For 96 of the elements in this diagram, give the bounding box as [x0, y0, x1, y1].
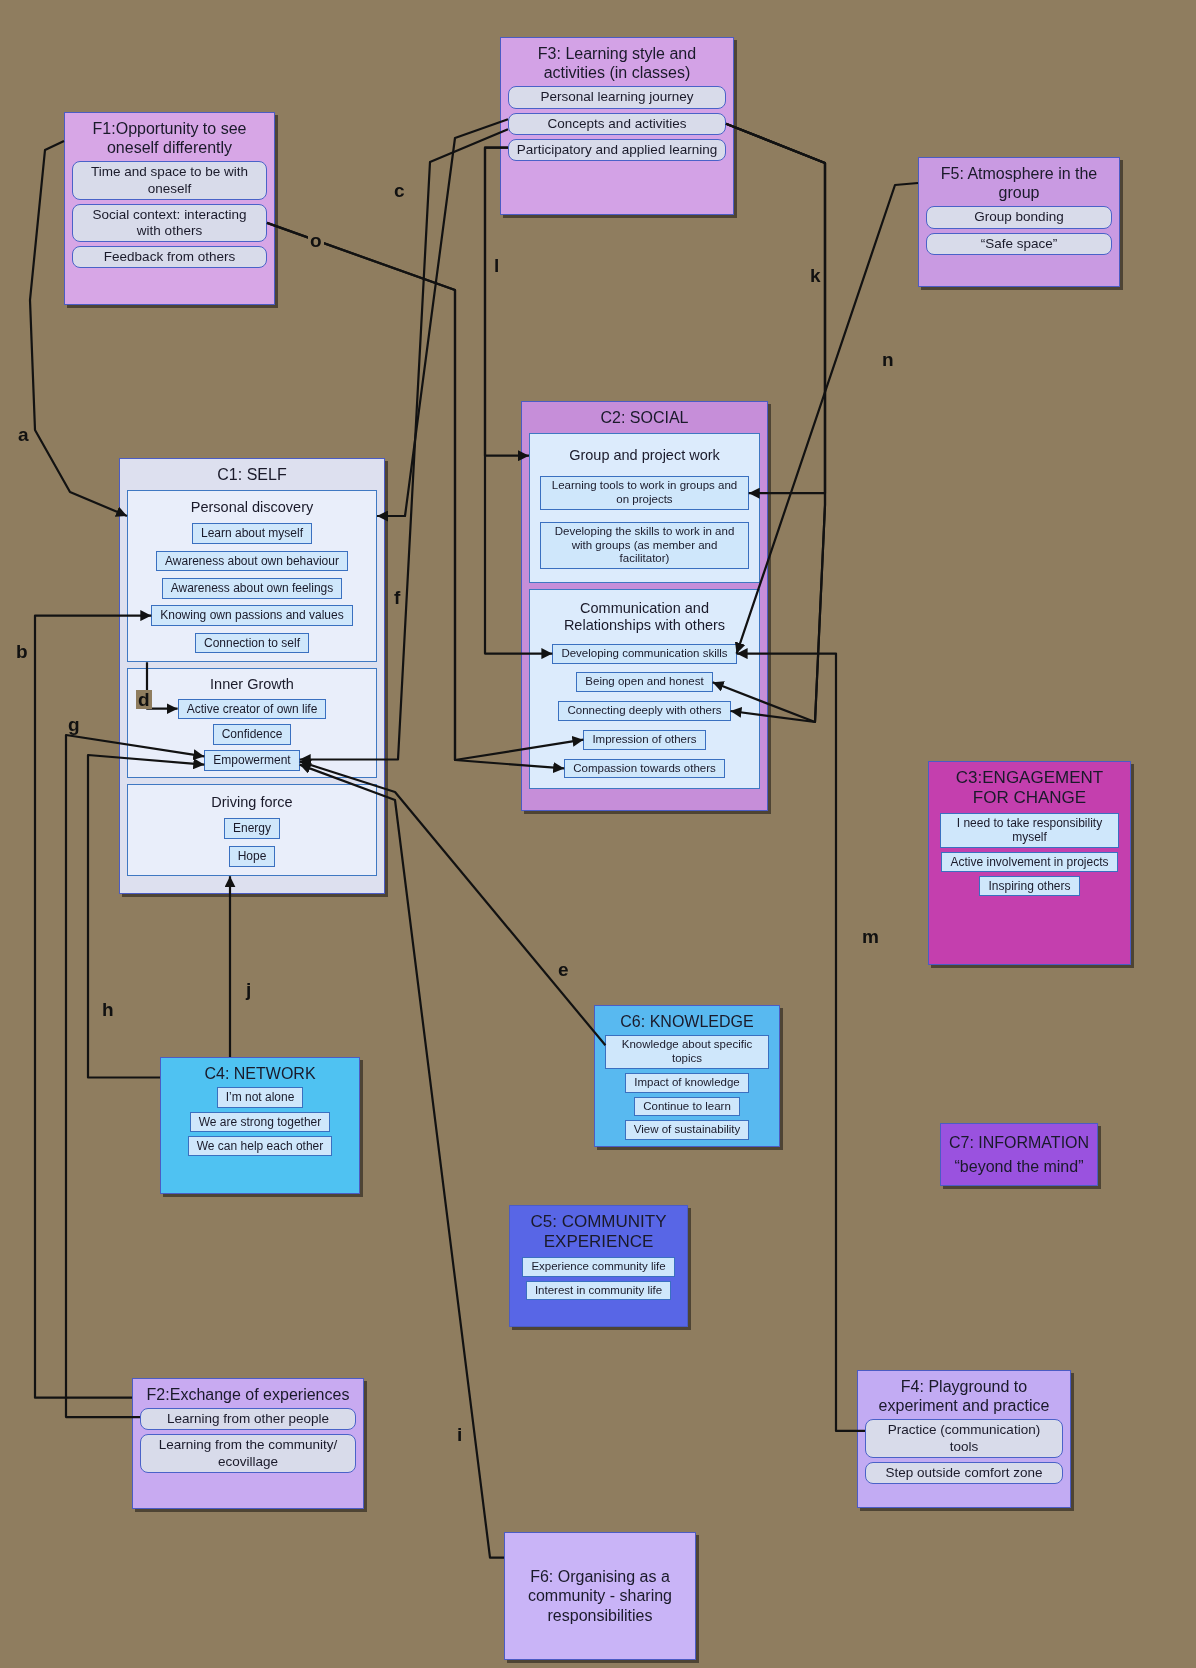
card-heading: C6: KNOWLEDGE: [619, 1012, 755, 1032]
subtopic-card: Group bonding: [926, 206, 1112, 229]
category-card: [119, 458, 385, 894]
subtopic-card: Empowerment: [204, 750, 300, 771]
subtopic-card: View of sustainability: [624, 1120, 750, 1141]
arrow: [734, 181, 919, 654]
card-heading: C2: SOCIAL: [599, 408, 690, 428]
subtopic-card: Continue to learn: [634, 1096, 740, 1117]
subtopic-card: Hope: [228, 846, 276, 867]
card-heading: F5: Atmosphere in the group: [939, 164, 1099, 203]
arrow: [736, 648, 865, 1432]
arrow: [377, 118, 509, 522]
subtopic-card: Compassion towards others: [564, 758, 725, 779]
arrow: [64, 733, 205, 1419]
edge-label: f: [392, 588, 403, 607]
card-heading: F3: Learning style and activities (in classes): [536, 44, 698, 83]
subtopic-card: Impression of others: [583, 729, 706, 750]
category-card: [504, 1532, 696, 1660]
subtopic-card: Connecting deeply with others: [558, 701, 731, 721]
category-card: [918, 157, 1120, 287]
category-card: [160, 1057, 360, 1194]
card-heading: F4: Playground to experiment and practice: [877, 1377, 1051, 1416]
card-subheading: “beyond the mind”: [953, 1156, 1085, 1176]
subtopic-card: Active creator of own life: [177, 698, 327, 719]
subtopic-card: I need to take responsibility myself: [939, 812, 1120, 848]
category-card: [500, 37, 734, 215]
arrow: [299, 128, 509, 765]
subtopic-card: Social context: interacting with others: [72, 203, 267, 243]
section-heading: Personal discovery: [190, 499, 314, 517]
subtopic-card: We are strong together: [189, 1111, 331, 1132]
card-heading: C3:ENGAGEMENT FOR CHANGE: [954, 768, 1105, 809]
card-heading: F2:Exchange of experiences: [145, 1385, 351, 1405]
arrow: [299, 763, 504, 1559]
subtopic-card: Participatory and applied learning: [508, 138, 726, 161]
category-card: [928, 761, 1131, 965]
subtopic-card: Personal learning journey: [508, 86, 726, 109]
section-heading: Group and project work: [569, 447, 720, 465]
subtopic-card: Being open and honest: [576, 672, 713, 693]
edge-label: h: [100, 1000, 116, 1019]
arrow: [299, 759, 607, 1046]
section-heading: Driving force: [211, 793, 293, 812]
section-heading: Inner Growth: [210, 675, 294, 694]
subtopic-card: Active involvement in projects: [941, 851, 1118, 872]
arrow: [145, 662, 178, 715]
category-card: [521, 401, 768, 811]
arrow: [86, 753, 205, 1079]
subtopic-card: Energy: [224, 818, 280, 839]
arrow: [33, 610, 152, 1399]
category-card: [857, 1370, 1071, 1508]
subtopic-card: Connection to self: [194, 632, 310, 654]
subtopic-card: Time and space to be with oneself: [72, 161, 267, 200]
subtopic-card: Impact of knowledge: [625, 1072, 749, 1093]
subtopic-card: “Safe space”: [926, 232, 1112, 255]
subtopic-card: Learning tools to work in groups and on projects: [540, 476, 749, 510]
card-heading: C1: SELF: [216, 465, 288, 485]
card-heading: C5: COMMUNITY EXPERIENCE: [529, 1212, 668, 1253]
subtopic-card: Interest in community life: [525, 1280, 672, 1301]
subtopic-card: Developing the skills to work in and with groups (as member and facilitator): [540, 521, 749, 570]
category-card: [132, 1378, 364, 1509]
subtopic-card: Confidence: [212, 724, 292, 745]
section-panel: [529, 433, 760, 584]
arrow: [483, 146, 553, 660]
category-card: [64, 112, 275, 305]
arrow: [28, 139, 128, 517]
card-heading: F1:Opportunity to see oneself differently: [91, 119, 248, 158]
section-panel: [127, 490, 377, 663]
edge-label: k: [808, 266, 823, 285]
subtopic-card: Knowledge about specific topics: [605, 1035, 769, 1069]
category-card: [594, 1005, 780, 1147]
subtopic-card: Knowing own passions and values: [151, 605, 353, 626]
card-heading: F6: Organising as a community - sharing responsibilities: [526, 1567, 673, 1625]
card-heading: C4: NETWORK: [203, 1064, 317, 1084]
card-heading: C7: INFORMATION: [948, 1133, 1090, 1153]
subtopic-card: Awareness about own feelings: [161, 578, 343, 599]
subtopic-card: Concepts and activities: [508, 112, 726, 135]
subtopic-card: Awareness about own behaviour: [156, 550, 348, 572]
edge-label: b: [14, 642, 30, 661]
edge-label: d: [136, 690, 152, 709]
subtopic-card: Learning from other people: [140, 1408, 356, 1431]
section-panel: [127, 784, 377, 877]
subtopic-card: Learn about myself: [191, 523, 313, 544]
section-panel: [127, 668, 377, 779]
subtopic-card: Developing communication skills: [552, 643, 737, 664]
subtopic-card: We can help each other: [187, 1135, 333, 1157]
section-heading: Communication and Relationships with others: [562, 600, 727, 635]
subtopic-card: I’m not alone: [216, 1087, 304, 1108]
section-panel: [529, 589, 760, 790]
subtopic-card: Step outside comfort zone: [865, 1461, 1063, 1484]
subtopic-card: Inspiring others: [979, 875, 1080, 897]
category-card: [509, 1205, 688, 1327]
subtopic-card: Experience community life: [522, 1256, 675, 1277]
category-card: [940, 1123, 1098, 1186]
subtopic-card: Learning from the community/ ecovillage: [140, 1434, 356, 1473]
subtopic-card: Feedback from others: [72, 246, 267, 269]
subtopic-card: Practice (communication) tools: [865, 1419, 1063, 1458]
arrow: [224, 876, 236, 1057]
